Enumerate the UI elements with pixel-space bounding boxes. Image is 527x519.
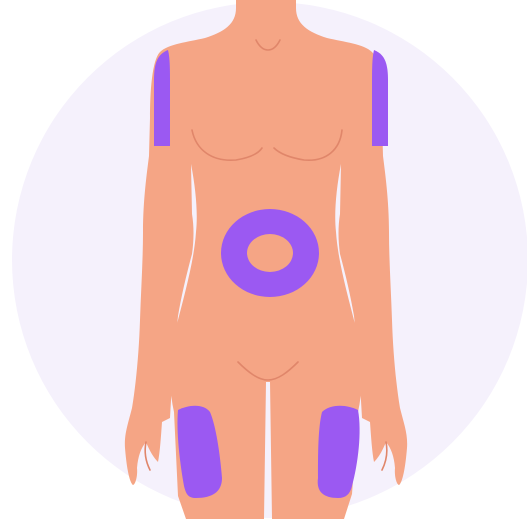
injection-site-left-upper-arm xyxy=(154,50,170,146)
injection-site-right-upper-arm xyxy=(372,50,388,146)
